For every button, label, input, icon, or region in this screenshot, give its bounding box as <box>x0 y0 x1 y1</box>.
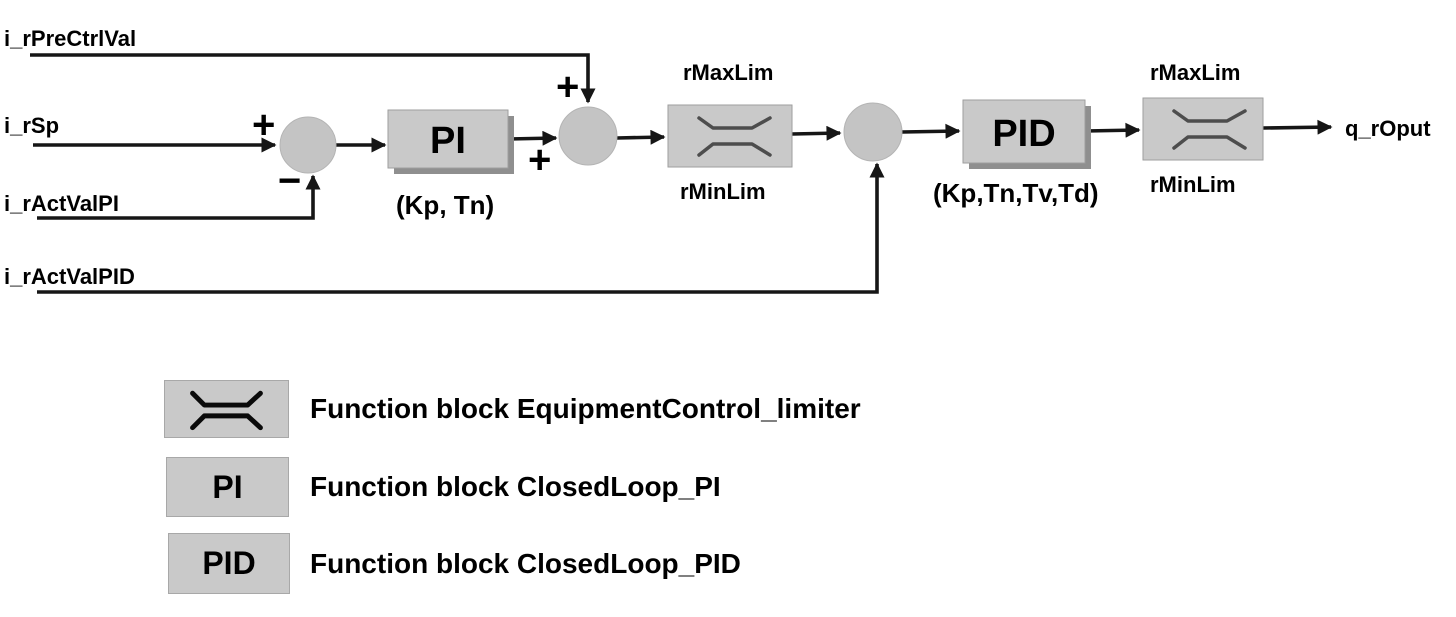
legend-symbol-limiter <box>164 380 289 438</box>
limiter2-min-label: rMinLim <box>1150 172 1236 197</box>
wire-pid-to-limiter2 <box>1084 122 1141 138</box>
legend-symbol-pid: PID <box>168 533 290 594</box>
legend-symbol-pi: PI <box>166 457 289 517</box>
pi-block <box>387 109 509 169</box>
limiter2-symbol-top <box>1172 109 1247 123</box>
sum-junction-1 <box>279 116 337 174</box>
input-label-act-val-pi: i_rActValPI <box>4 191 119 216</box>
wire-limiter1-to-junction3 <box>791 125 842 141</box>
pid-block-label: PID <box>992 113 1055 155</box>
wire-junction3-to-pid <box>901 123 961 139</box>
wire-junction2-to-limiter1 <box>616 129 666 145</box>
limiter-block-2 <box>1142 97 1264 161</box>
limiter1-min-label: rMinLim <box>680 179 766 204</box>
junction2-plus-sign-left: + <box>528 138 551 182</box>
limiter-icon <box>190 390 263 431</box>
input-label-setpoint: i_rSp <box>4 113 59 138</box>
limiter-block-1 <box>667 104 793 168</box>
wire-output <box>1262 119 1333 135</box>
junction2-plus-sign-top: + <box>556 65 579 109</box>
input-label-act-val-pid: i_rActValPID <box>4 264 135 289</box>
legend-label-pid: Function block ClosedLoop_PID <box>310 547 741 579</box>
pid-params-label: (Kp,Tn,Tv,Td) <box>933 178 1099 208</box>
limiter1-symbol-bottom <box>697 142 772 157</box>
junction1-minus-sign: − <box>278 159 301 203</box>
output-label: q_rOput <box>1345 116 1431 141</box>
legend-pi-text: PI <box>212 468 243 505</box>
legend-pid-text: PID <box>202 545 256 581</box>
legend-label-pi: Function block ClosedLoop_PI <box>310 471 721 502</box>
limiter2-symbol-bottom <box>1172 135 1247 150</box>
input-label-pre-ctrl-val: i_rPreCtrlVal <box>4 26 136 51</box>
wire-pre-ctrl-val <box>30 53 596 104</box>
pid-block <box>962 99 1086 164</box>
wire-act-val-pid <box>37 162 885 294</box>
limiter1-symbol-top <box>697 116 772 130</box>
wire-act-val-pi <box>37 174 321 220</box>
pi-params-label: (Kp, Tn) <box>396 190 494 220</box>
legend-label-limiter: Function block EquipmentControl_limiter <box>310 393 861 424</box>
limiter2-max-label: rMaxLim <box>1150 60 1240 85</box>
sum-junction-2 <box>558 106 618 166</box>
sum-junction-3 <box>843 102 903 162</box>
pi-block-label: PI <box>430 120 466 162</box>
junction1-plus-sign: + <box>252 103 275 147</box>
limiter1-max-label: rMaxLim <box>683 60 773 85</box>
wire-pi-to-junction2 <box>507 130 558 146</box>
